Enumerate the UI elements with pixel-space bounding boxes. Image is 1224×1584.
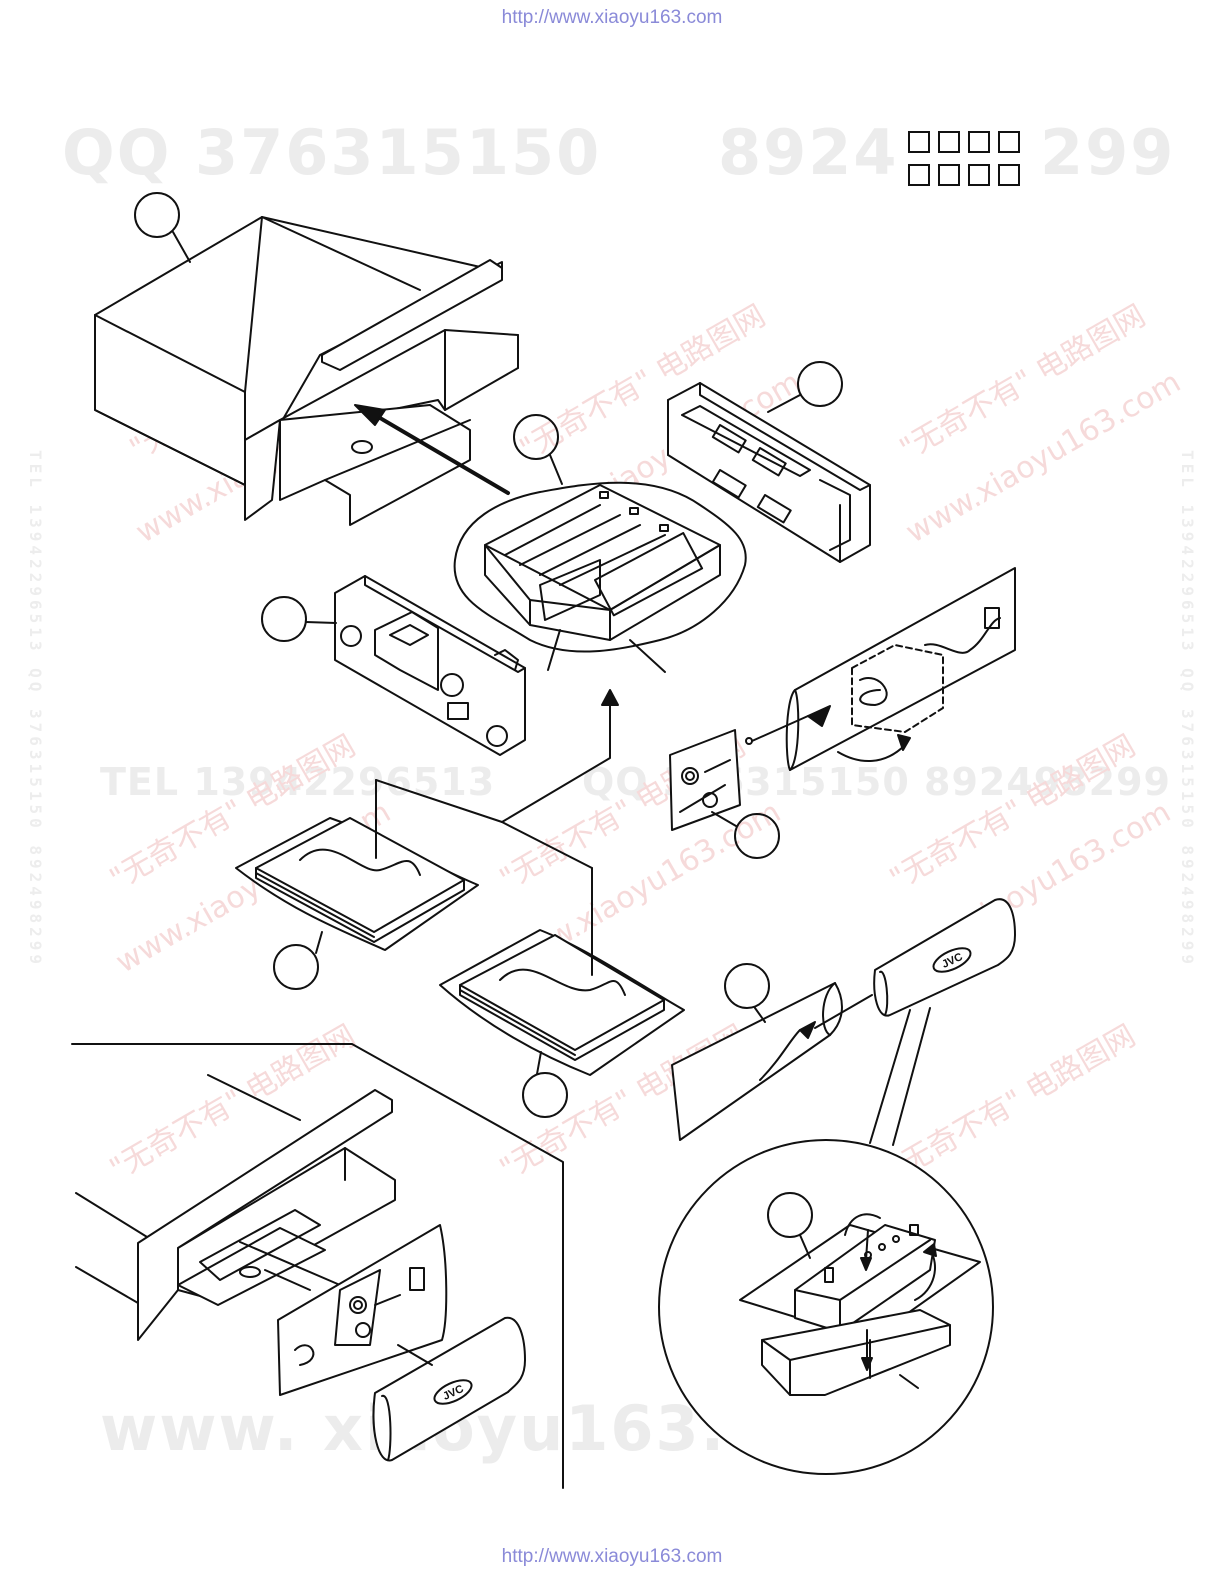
header-url[interactable]: http://www.xiaoyu163.com: [501, 7, 723, 28]
callout-circle: [797, 361, 843, 407]
callout-circle: [134, 192, 180, 238]
callout-leader: [549, 454, 563, 485]
callout-leader: [536, 1051, 542, 1075]
footer-url[interactable]: http://www.xiaoyu163.com: [501, 1546, 723, 1567]
carton: [94, 216, 519, 526]
callout-leader: [754, 1007, 766, 1023]
callout-circle: [734, 813, 780, 859]
foam-end-left: [334, 575, 526, 756]
callout-circle: [522, 1072, 568, 1118]
callout-leader: [172, 231, 191, 263]
faceplate-bag: [671, 982, 873, 1141]
manual-bag-1: [235, 779, 479, 951]
foam-end-right: [667, 382, 871, 563]
faceplate: [873, 898, 1016, 1017]
callout-circle: [767, 1192, 813, 1238]
screw-pack: [669, 729, 753, 831]
empty-box: [998, 164, 1020, 186]
callout-leader: [799, 1234, 811, 1259]
callout-leader: [305, 621, 337, 624]
empty-box: [938, 131, 960, 153]
empty-box: [908, 131, 930, 153]
empty-box: [968, 164, 990, 186]
callout-leader: [767, 394, 801, 413]
empty-box: [968, 131, 990, 153]
inset-pointer: [869, 1009, 911, 1144]
callout-circle: [724, 963, 770, 1009]
cable-bag: [751, 567, 1016, 771]
manual-bag-2: [375, 779, 685, 1076]
insert-arrow: [354, 404, 510, 495]
callout-leader: [711, 811, 737, 827]
case-inset: [658, 1139, 994, 1475]
assembled-view-panel: [71, 1043, 564, 1489]
empty-box: [998, 131, 1020, 153]
callout-circle: [261, 596, 307, 642]
main-unit-bag: [453, 481, 747, 653]
callout-leader: [629, 639, 666, 673]
empty-box-grid: [908, 131, 1026, 197]
callout-leader: [315, 931, 323, 954]
callout-circle: [513, 414, 559, 460]
callout-leader: [547, 629, 561, 671]
empty-box: [908, 164, 930, 186]
up-arrow: [501, 689, 619, 823]
empty-box: [938, 164, 960, 186]
inset-pointer: [892, 1007, 931, 1146]
callout-circle: [273, 944, 319, 990]
